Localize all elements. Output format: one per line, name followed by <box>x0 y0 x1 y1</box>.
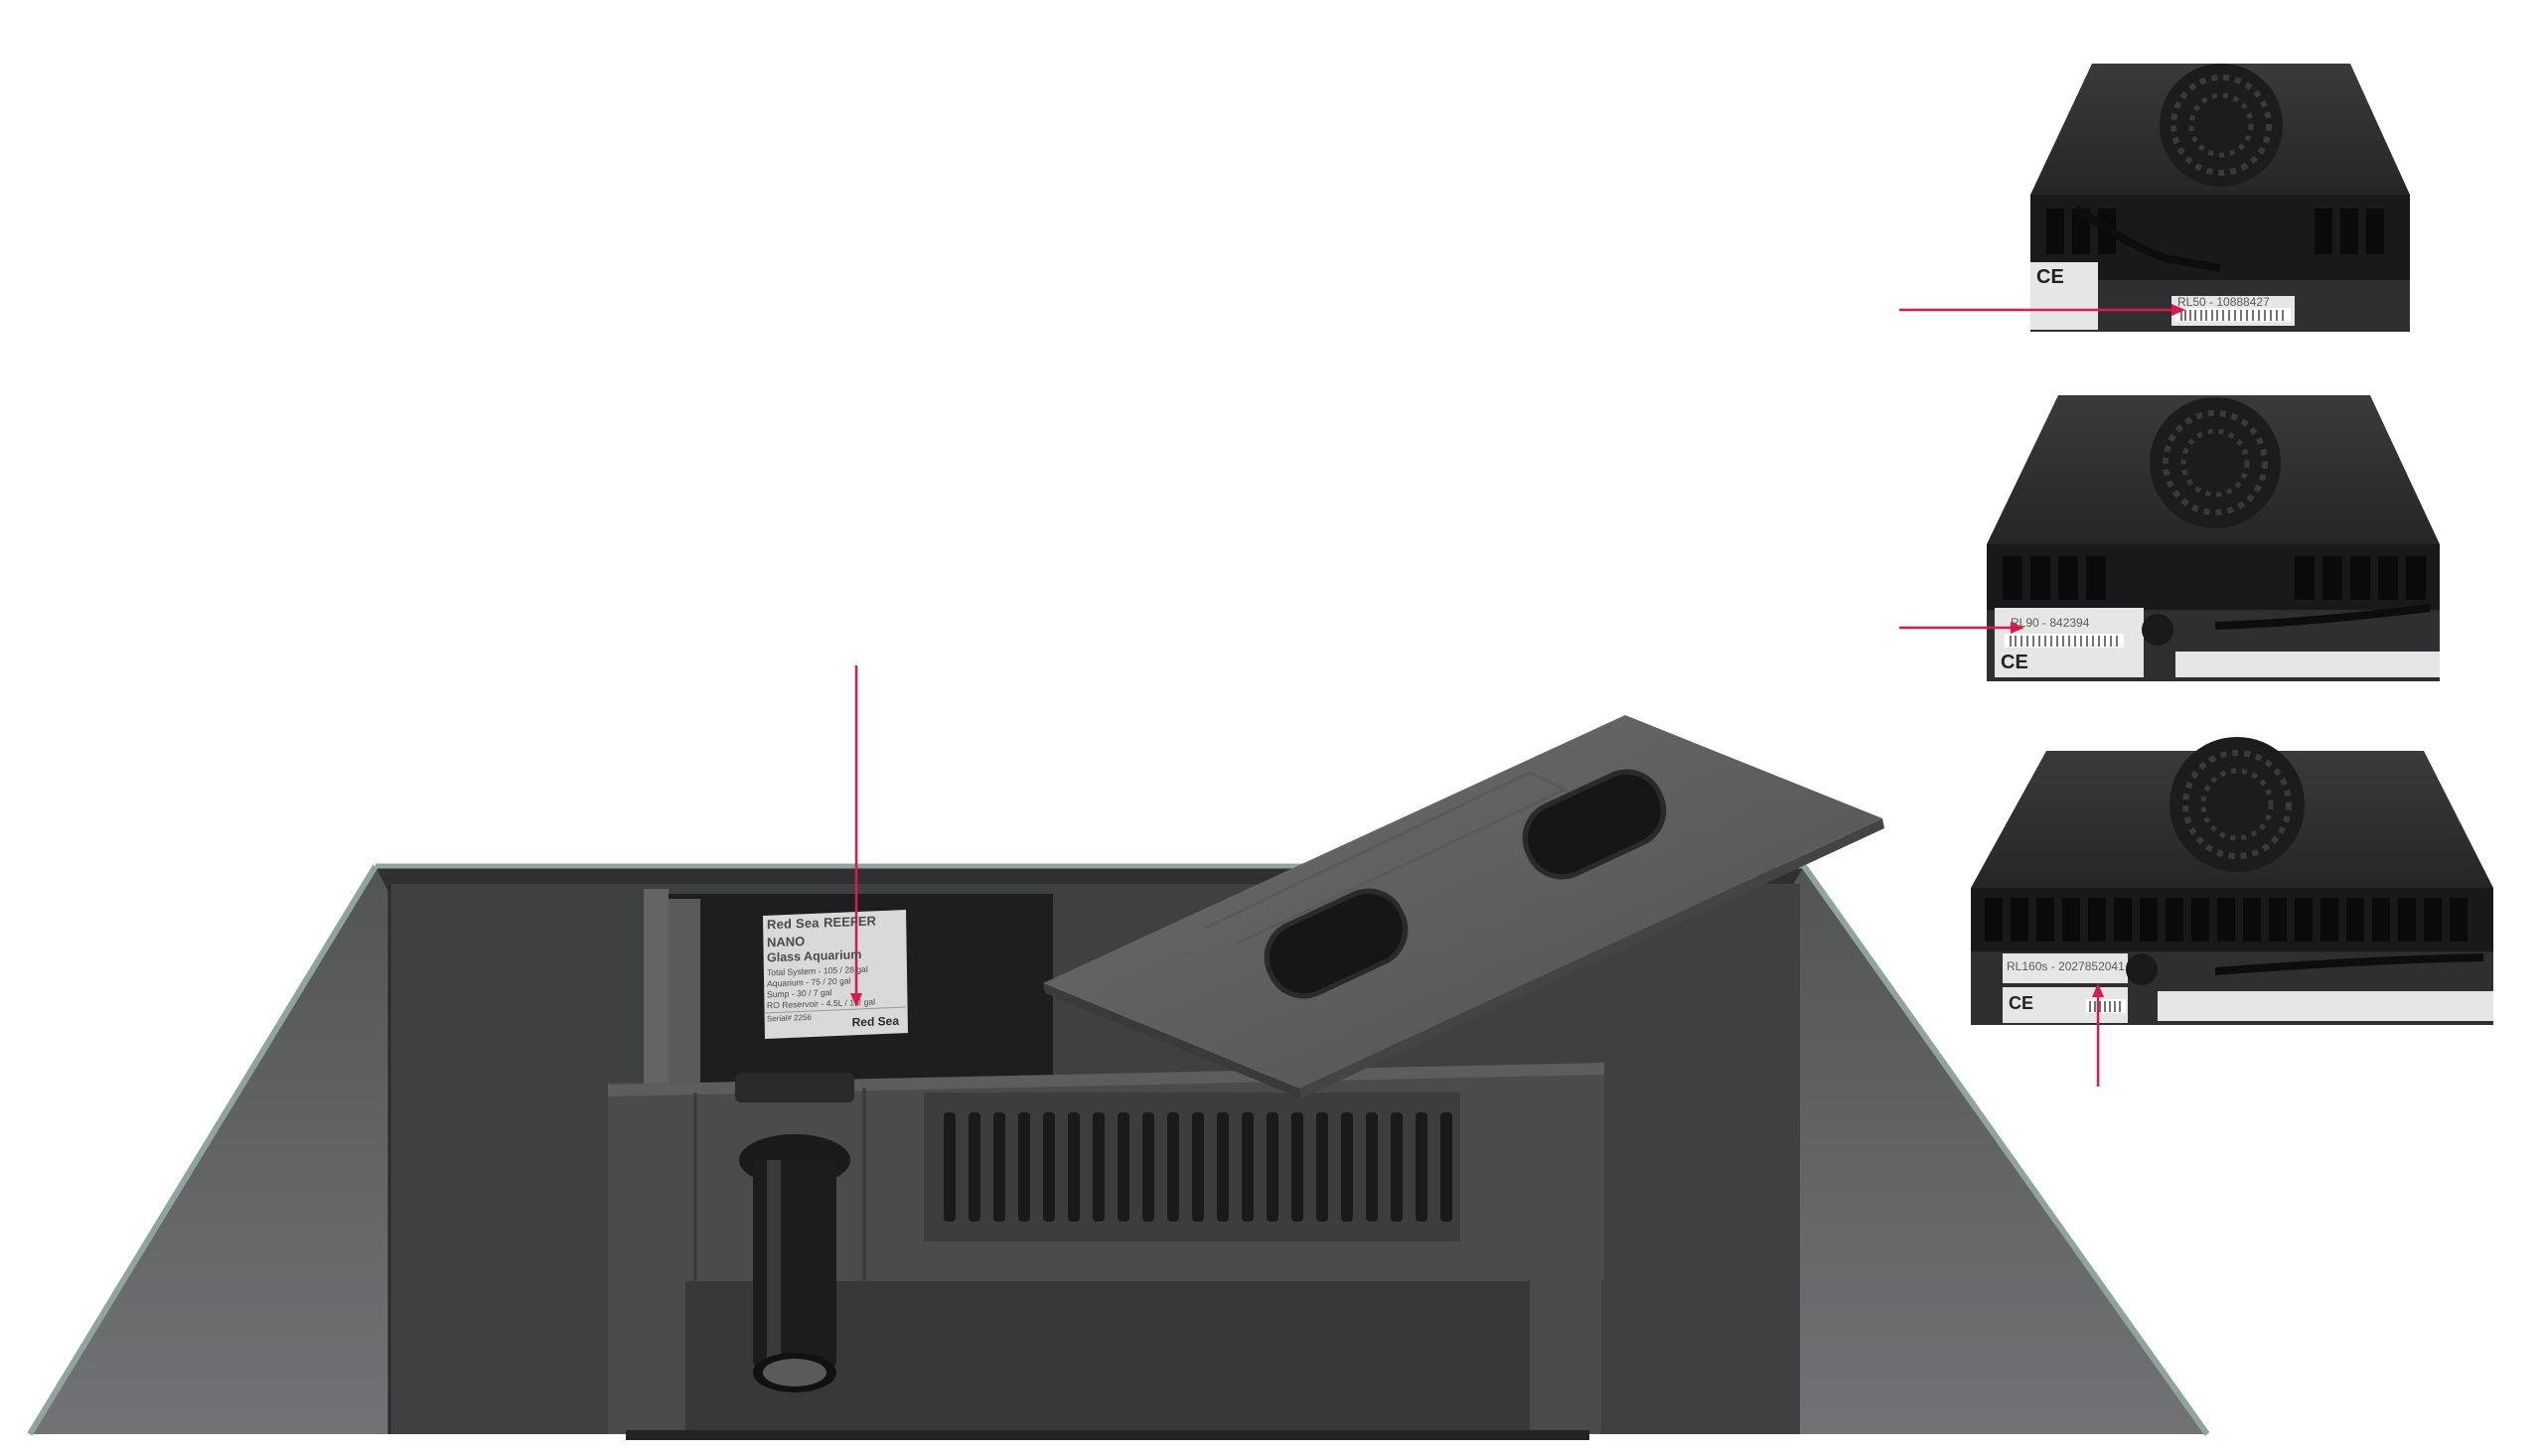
light-rl50 <box>2030 64 2410 332</box>
tank-label-brand: Red Sea <box>767 915 820 933</box>
serial-pointers <box>850 304 2185 1087</box>
rl50-ce-mark: CE <box>2036 266 2064 288</box>
aquarium <box>27 715 2210 1440</box>
red-sea-logo: Red Sea <box>851 1013 899 1030</box>
return-nozzle <box>735 1073 854 1392</box>
tank-label-specs: Total System - 105 / 28 gal Aquarium - 7… <box>767 963 902 1012</box>
overflow-vent-slots <box>944 1112 1452 1222</box>
tank-info-sticker <box>763 910 908 1039</box>
light-rl90 <box>1987 395 2440 681</box>
rl160s-ce-mark: CE <box>2009 993 2034 1013</box>
rl160s-serial-label: RL160s - 2027852041 <box>2007 959 2125 973</box>
tank-label-header: Red Sea REEFER NANO <box>767 912 902 952</box>
tank-info-label: Red Sea REEFER NANO Glass Aquarium Total… <box>767 912 902 1036</box>
light-rl160s <box>1971 737 2493 1025</box>
rl90-serial-label: RL90 - 842394 <box>2011 616 2090 630</box>
rl90-ce-mark: CE <box>2001 652 2028 673</box>
rl50-serial-label: RL50 - 10888427 <box>2177 295 2270 309</box>
aquarium-lid <box>1043 715 1884 1098</box>
tank-serial-value: 2256 <box>794 1012 812 1023</box>
tank-serial-label: Serial# <box>767 1013 792 1024</box>
